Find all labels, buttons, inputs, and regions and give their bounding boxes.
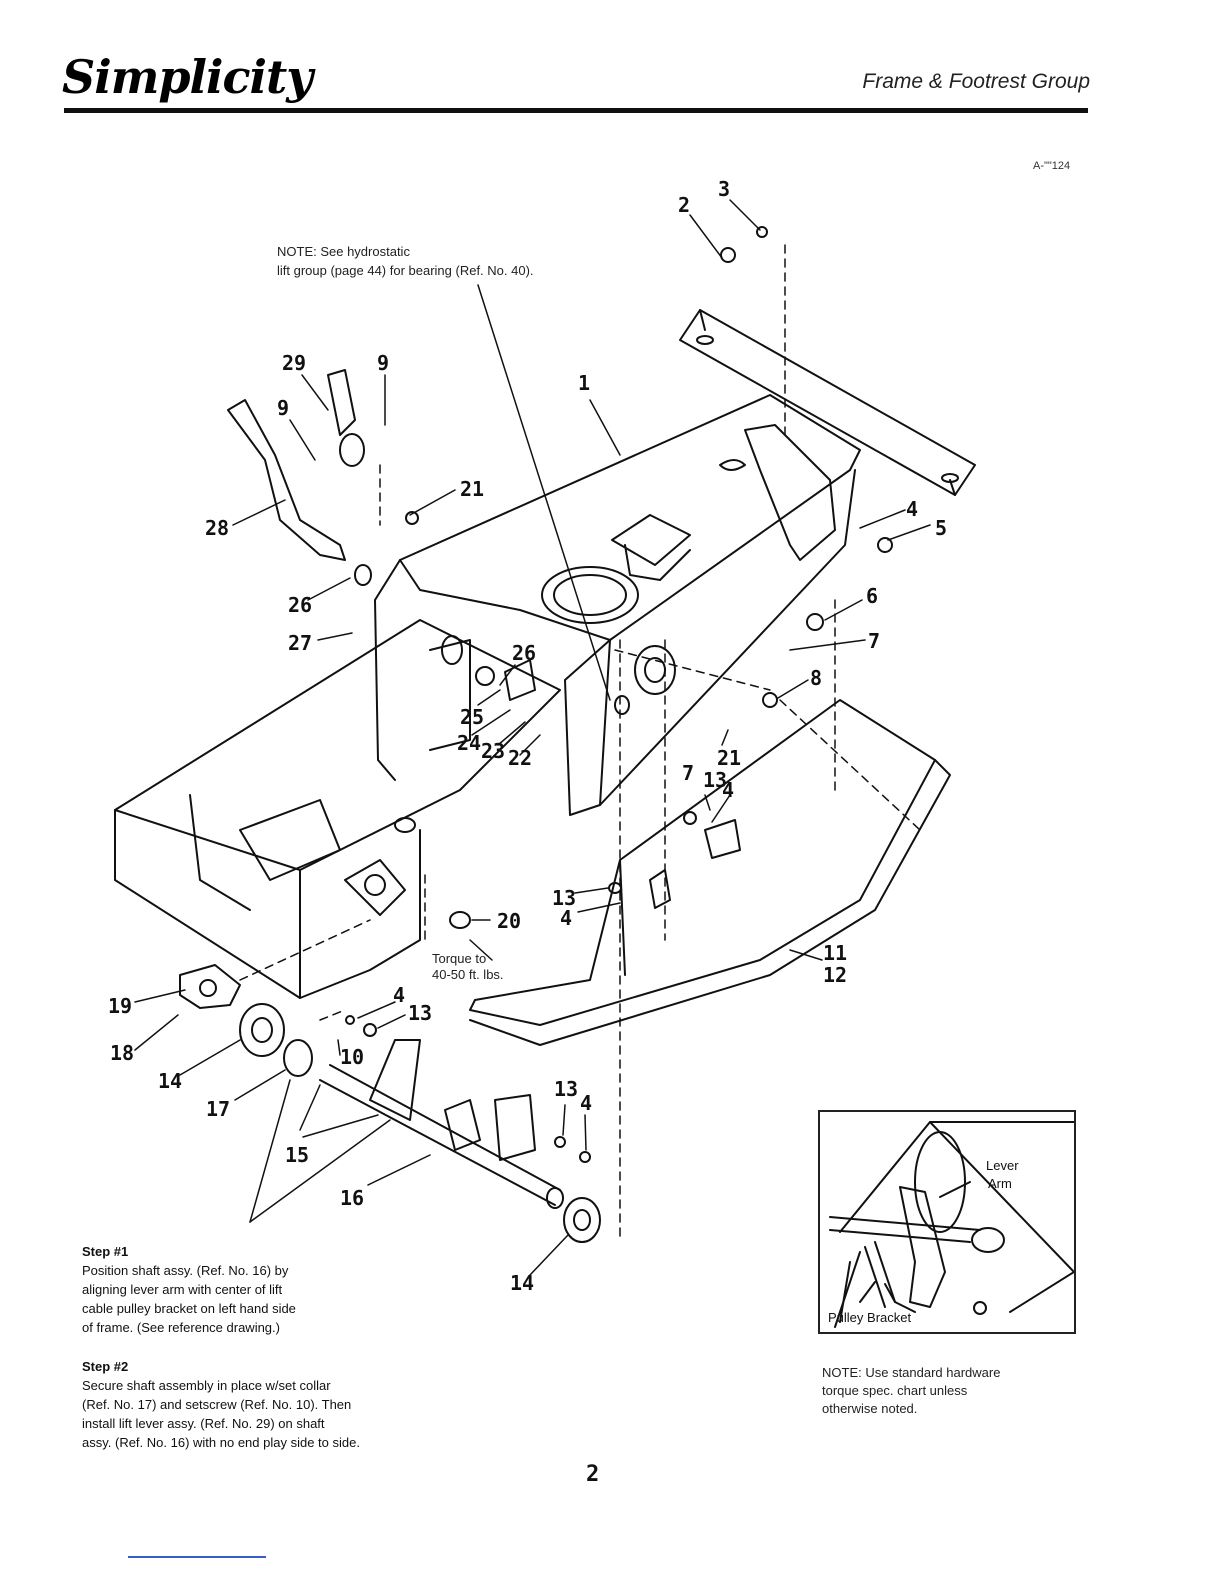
header-rule	[64, 108, 1088, 113]
callout-2: 2	[678, 193, 690, 217]
callout-12: 12	[823, 963, 847, 987]
note-torque-spec-line-1: NOTE: Use standard hardware	[822, 1365, 1001, 1380]
callout-27: 27	[288, 631, 312, 655]
callout-11: 11	[823, 941, 847, 965]
step-2-heading: Step #2	[82, 1359, 129, 1374]
step-1-instructions: Step #1 Position shaft assy. (Ref. No. 1…	[82, 1242, 412, 1337]
callout-10: 10	[340, 1045, 364, 1069]
step-1-heading: Step #1	[82, 1244, 129, 1259]
page-number: 2	[586, 1462, 600, 1487]
step-1-line-1: Position shaft assy. (Ref. No. 16) by	[82, 1263, 289, 1278]
callout-13c: 13	[408, 1001, 432, 1025]
reference-drawing	[829, 1121, 1074, 1328]
inset-pulley-label: Pulley Bracket	[828, 1310, 912, 1325]
step-1-line-4: of frame. (See reference drawing.)	[82, 1320, 280, 1335]
callout-21: 21	[460, 477, 484, 501]
callout-6: 6	[866, 584, 878, 608]
callout-4d: 4	[393, 983, 405, 1007]
callout-3: 3	[718, 177, 730, 201]
leader-lines	[134, 199, 931, 1276]
callout-13b: 13	[552, 886, 576, 910]
step-2-instructions: Step #2 Secure shaft assembly in place w…	[82, 1357, 462, 1452]
callout-8: 8	[810, 666, 822, 690]
step-2-line-4: assy. (Ref. No. 16) with no end play sid…	[82, 1435, 360, 1450]
callout-22: 22	[508, 746, 532, 770]
footrest-plate	[469, 699, 951, 1046]
callout-15: 15	[285, 1143, 309, 1167]
callout-17: 17	[206, 1097, 230, 1121]
callout-4b: 4	[722, 778, 734, 802]
mount-bracket	[179, 964, 241, 1009]
callout-25: 25	[460, 705, 484, 729]
note-torque-spec: NOTE: Use standard hardware torque spec.…	[822, 1364, 1082, 1418]
note-hydrostatic-line-2: lift group (page 44) for bearing (Ref. N…	[277, 263, 534, 278]
callout-7: 7	[868, 629, 880, 653]
lift-shaft-assembly	[239, 1003, 601, 1243]
note-hydrostatic: NOTE: See hydrostatic lift group (page 4…	[277, 242, 534, 280]
callout-28: 28	[205, 516, 229, 540]
pedal-lever	[227, 369, 372, 586]
callout-4: 4	[906, 497, 918, 521]
callout-numbers: 2 3 29 9 9 1 21 28 4 5 26 6 27 26 7 8 25…	[108, 177, 947, 1295]
callout-5: 5	[935, 516, 947, 540]
inset-lever-label-2: Arm	[988, 1176, 1012, 1191]
torque-note-line-1: Torque to	[432, 951, 487, 966]
callout-16: 16	[340, 1186, 364, 1210]
callout-21b: 21	[717, 746, 741, 770]
callout-4e: 4	[580, 1091, 592, 1115]
inset-lever-label-1: Lever	[986, 1158, 1019, 1173]
frame-cross-bar	[679, 309, 976, 496]
callout-26b: 26	[512, 641, 536, 665]
callout-7b: 7	[682, 761, 694, 785]
brand-logo: Simplicity	[62, 50, 313, 104]
callout-14b: 14	[510, 1271, 534, 1295]
torque-note: Torque to 40-50 ft. lbs.	[432, 951, 504, 983]
main-frame	[374, 394, 861, 816]
drawing-id: A-""124	[1033, 160, 1071, 172]
callout-4c: 4	[560, 906, 572, 930]
footer-line	[128, 1556, 266, 1558]
callout-1: 1	[578, 371, 590, 395]
step-1-line-2: aligning lever arm with center of lift	[82, 1282, 283, 1297]
step-1-line-3: cable pulley bracket on left hand side	[82, 1301, 296, 1316]
callout-20: 20	[497, 909, 521, 933]
note-torque-spec-line-2: torque spec. chart unless	[822, 1383, 968, 1398]
note-hydrostatic-line-1: NOTE: See hydrostatic	[277, 244, 410, 259]
step-2-line-3: install lift lever assy. (Ref. No. 29) o…	[82, 1416, 325, 1431]
step-2-line-2: (Ref. No. 17) and setscrew (Ref. No. 10)…	[82, 1397, 352, 1412]
callout-14: 14	[158, 1069, 182, 1093]
step-2-line-1: Secure shaft assembly in place w/set col…	[82, 1378, 331, 1393]
callout-18: 18	[110, 1041, 134, 1065]
callout-23: 23	[481, 739, 505, 763]
section-title: Frame & Footrest Group	[862, 70, 1090, 93]
note-torque-spec-line-3: otherwise noted.	[822, 1401, 918, 1416]
rear-box-frame	[114, 619, 561, 999]
callout-19: 19	[108, 994, 132, 1018]
callout-9b: 9	[277, 396, 289, 420]
callout-13: 13	[703, 768, 727, 792]
callout-24: 24	[457, 731, 481, 755]
assembly-guide-lines	[239, 244, 921, 1241]
hardware-parts	[345, 226, 893, 1163]
reference-drawing-inset: Lever Arm Pulley Bracket	[818, 1110, 1076, 1334]
torque-note-line-2: 40-50 ft. lbs.	[432, 967, 504, 982]
callout-29: 29	[282, 351, 306, 375]
callout-26: 26	[288, 593, 312, 617]
callout-9: 9	[377, 351, 389, 375]
callout-13d: 13	[554, 1077, 578, 1101]
